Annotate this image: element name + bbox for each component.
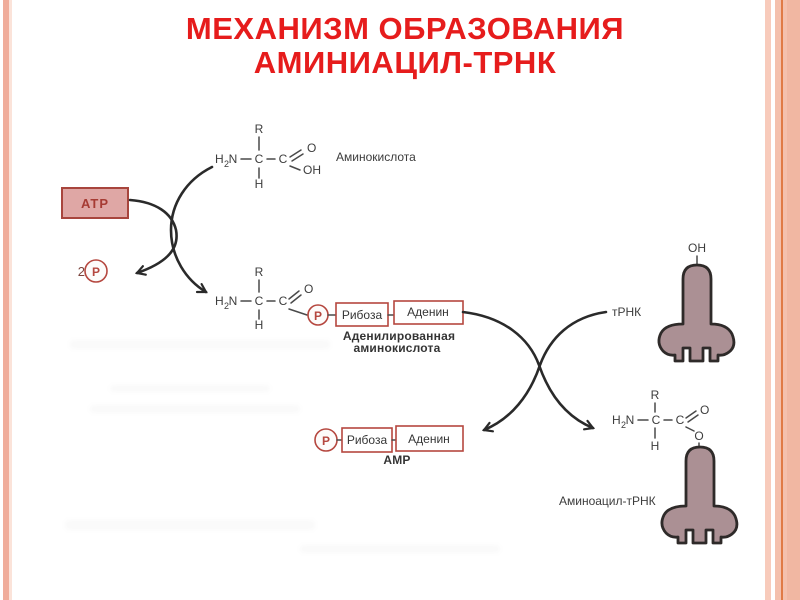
slide-title-line1: МЕХАНИЗМ ОБРАЗОВАНИЯ	[185, 11, 625, 46]
scan-noise	[300, 545, 500, 553]
phosphate-p: P	[322, 434, 330, 448]
h-subscript: 2	[621, 420, 626, 430]
ribose-box	[341, 427, 393, 453]
bond-line	[685, 426, 695, 432]
amino-acid-to-adenylated-arrow	[169, 165, 214, 294]
scan-noise	[90, 405, 300, 413]
amp-label: AMP	[383, 453, 410, 467]
double-bond-line	[289, 149, 302, 158]
c-atom: C	[279, 152, 288, 166]
h-atom: H	[255, 177, 264, 191]
h-atom: H	[255, 318, 264, 332]
right-border-accent-line	[781, 0, 783, 600]
double-bond-line	[288, 290, 300, 300]
adenylated-label-line2: аминокислота	[353, 341, 440, 355]
r-group-label: R	[255, 265, 264, 279]
o-ester-atom: O	[694, 429, 703, 443]
ribose-label: Рибоза	[347, 433, 388, 447]
aminoacyl-trna-structure: R H 2 N C C O O H Аминоацил-тРНК	[559, 388, 739, 545]
oh-group: OH	[688, 241, 706, 255]
h-atom: H	[651, 439, 660, 453]
atp-box: ATP	[61, 187, 129, 219]
reaction-arrows-1	[128, 165, 214, 294]
bond-line	[289, 165, 301, 171]
c-atom: C	[279, 294, 288, 308]
oh-group: OH	[303, 163, 321, 177]
c-atom: C	[652, 413, 661, 427]
adenine-label: Аденин	[407, 305, 449, 319]
adenylated-label-line1: Аденилированная	[343, 329, 455, 343]
amp-structure: P Рибоза Аденин AMP	[314, 425, 464, 467]
left-border-stripe-light	[9, 0, 12, 600]
trna-silhouette	[657, 263, 736, 363]
r-group-label: R	[255, 122, 264, 136]
phosphate-p: P	[314, 309, 322, 323]
adenine-label: Аденин	[408, 432, 450, 446]
atp-label: ATP	[81, 196, 109, 211]
adenylated-to-aminoacyl-arrow	[461, 310, 595, 430]
amino-acid-label: Аминокислота	[336, 150, 416, 164]
o-atom: O	[307, 141, 316, 155]
reaction-arrows-2: тРНК	[461, 305, 641, 433]
bond-line-to-phosphate	[288, 308, 308, 316]
c-atom: C	[676, 413, 685, 427]
adenine-box	[395, 425, 464, 452]
arrowhead	[134, 265, 147, 276]
phosphate-p: P	[92, 265, 100, 279]
scan-noise	[110, 385, 270, 392]
two-label: 2	[78, 264, 85, 279]
arrowhead	[583, 419, 596, 431]
h-subscript: 2	[224, 159, 229, 169]
slide-title: МЕХАНИЗМ ОБРАЗОВАНИЯ АМИНИАЦИЛ-ТРНК	[30, 12, 780, 80]
c-atom: C	[255, 152, 264, 166]
c-atom: C	[255, 294, 264, 308]
pyrophosphate-group: 2 P	[78, 259, 108, 283]
double-bond-line	[290, 294, 302, 304]
right-border-stripe-thin	[765, 0, 771, 600]
arrowhead	[195, 283, 208, 294]
scan-noise	[65, 520, 315, 530]
n-atom: N	[229, 294, 238, 308]
phosphate-circle	[84, 259, 108, 283]
trna-label: тРНК	[612, 305, 641, 319]
atp-rect	[61, 187, 129, 219]
arrowhead	[481, 421, 494, 433]
h-subscript: 2	[224, 301, 229, 311]
h-atom: H	[612, 413, 621, 427]
double-bond-line	[687, 414, 699, 423]
h-atom: H	[215, 152, 224, 166]
adenylated-amino-acid-structure: R H 2 N C C O H P Рибоза Аденин Аденилир…	[215, 265, 464, 355]
o-atom: O	[700, 403, 709, 417]
trna-to-amp-arrow	[482, 310, 608, 432]
n-atom: N	[626, 413, 635, 427]
right-border-stripe-outer	[787, 0, 800, 600]
double-bond-line	[291, 153, 304, 162]
h-atom: H	[215, 294, 224, 308]
left-border-stripe	[3, 0, 9, 600]
o-atom: O	[304, 282, 313, 296]
double-bond-line	[685, 410, 697, 419]
trna-silhouette-attached	[660, 445, 739, 545]
slide-title-line2: АМИНИАЦИЛ-ТРНК	[253, 45, 557, 80]
scan-noise	[70, 340, 330, 349]
n-atom: N	[229, 152, 238, 166]
amino-acid-structure: R H 2 N C C O OH H Аминокислота	[215, 122, 416, 191]
r-group-label: R	[651, 388, 660, 402]
aminoacyl-trna-label: Аминоацил-тРНК	[559, 494, 656, 508]
ribose-label: Рибоза	[342, 308, 383, 322]
free-trna: OH	[657, 241, 736, 363]
atp-to-phosphate-arrow	[128, 198, 178, 275]
